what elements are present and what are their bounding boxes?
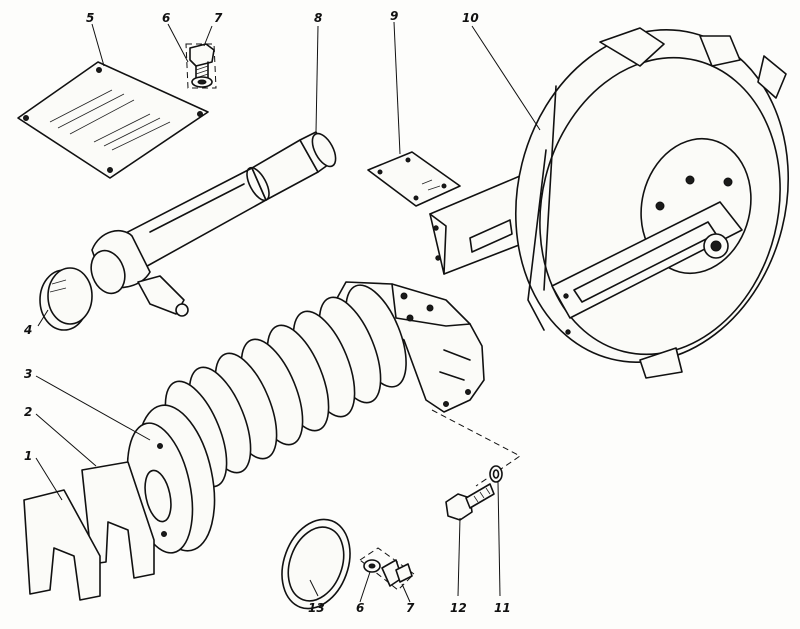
part-12-bolt [445,483,495,521]
label-12: 12 [450,601,467,615]
label-13: 13 [308,601,325,615]
part-3-spring-assembly [126,281,485,554]
part-6-7-bolt-washer-bottom [359,547,415,591]
label-4: 4 [23,323,32,337]
label-7-top: 7 [214,11,223,25]
label-11: 11 [494,601,511,615]
callout-labels: 5 6 7 8 9 10 4 3 2 1 13 6 7 12 11 [23,9,511,615]
part-9-plate [367,151,461,207]
label-2: 2 [24,405,32,419]
part-8-cylinder-rod [90,131,337,317]
label-5: 5 [86,11,94,25]
label-7-bottom: 7 [406,601,415,615]
label-9: 9 [390,9,398,23]
part-10-idler-wheel [429,27,790,379]
part-6-7-bolt-washer-top [185,43,217,89]
label-10: 10 [462,11,479,25]
leader-lines [35,21,541,603]
label-6-top: 6 [162,11,170,25]
alignment-dash-line [431,409,521,487]
part-5-cover-plate [17,61,209,179]
label-8: 8 [314,11,322,25]
label-1: 1 [24,449,32,463]
part-13-cover-disc [281,518,351,610]
label-3: 3 [24,367,32,381]
part-11-washer [489,465,503,483]
part-1-shim [23,489,101,601]
label-6-bottom: 6 [356,601,364,615]
part-4-cap [39,267,93,331]
